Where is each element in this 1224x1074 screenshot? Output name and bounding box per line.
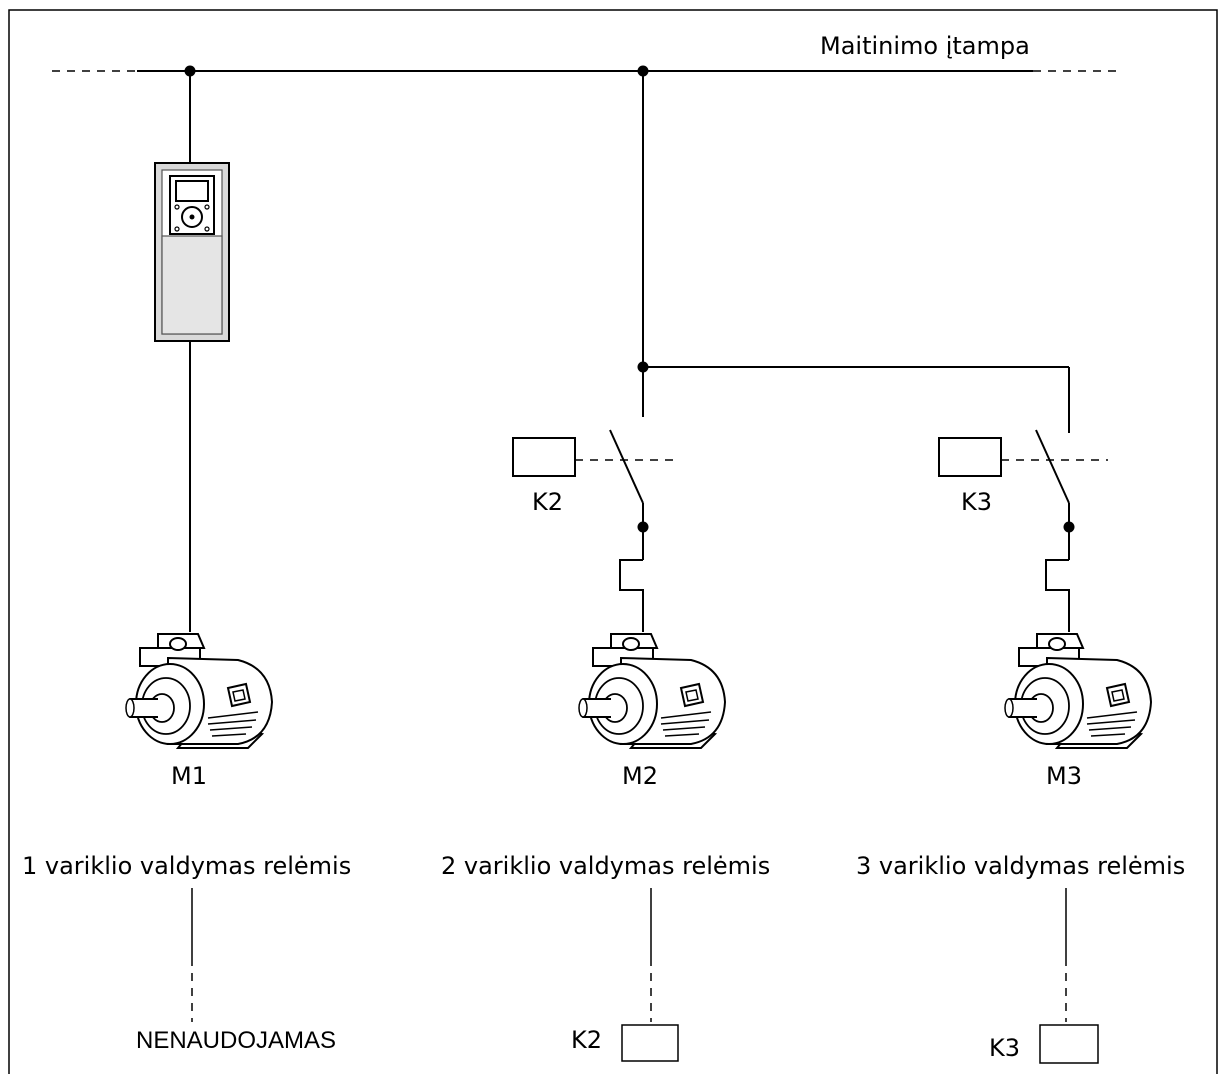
- supply-bus: [52, 65, 1118, 77]
- relay-coil-icon: [1039, 1024, 1099, 1064]
- supply-voltage-label: Maitinimo įtampa: [820, 32, 1030, 60]
- m2-relay-label: K2: [571, 1026, 602, 1054]
- electric-motor-icon: [125, 633, 273, 749]
- contactor-k3: [938, 429, 1108, 632]
- relay-coil-icon: [938, 437, 1002, 477]
- dol-branch: [637, 71, 1070, 433]
- m3-label: M3: [1046, 762, 1082, 790]
- m3-relay-label: K3: [989, 1034, 1020, 1062]
- m1-relay-label: NENAUDOJAMAS: [136, 1027, 336, 1054]
- relay-coil-icon: [621, 1024, 679, 1062]
- diagram-frame: [8, 9, 1218, 1074]
- switch-contact-icon: [1035, 429, 1070, 504]
- m1-label: M1: [171, 762, 207, 790]
- m1-branch: [154, 71, 230, 632]
- motor-m2: [578, 633, 726, 749]
- switch-contact-icon: [609, 429, 644, 504]
- electric-motor-icon: [1004, 633, 1152, 749]
- m1-caption: 1 variklio valdymas relėmis: [22, 852, 351, 880]
- motor-m3: [1004, 633, 1152, 749]
- motor-m1: [125, 633, 273, 749]
- relay-connectors: [191, 888, 1067, 1022]
- contactor-k2: [512, 429, 680, 632]
- m3-caption: 3 variklio valdymas relėmis: [856, 852, 1185, 880]
- m2-label: M2: [622, 762, 658, 790]
- k2-label: K2: [532, 488, 563, 516]
- relay-coil-icon: [512, 437, 576, 477]
- electric-motor-icon: [578, 633, 726, 749]
- frequency-converter-icon: [154, 162, 230, 342]
- k3-label: K3: [961, 488, 992, 516]
- m2-caption: 2 variklio valdymas relėmis: [441, 852, 770, 880]
